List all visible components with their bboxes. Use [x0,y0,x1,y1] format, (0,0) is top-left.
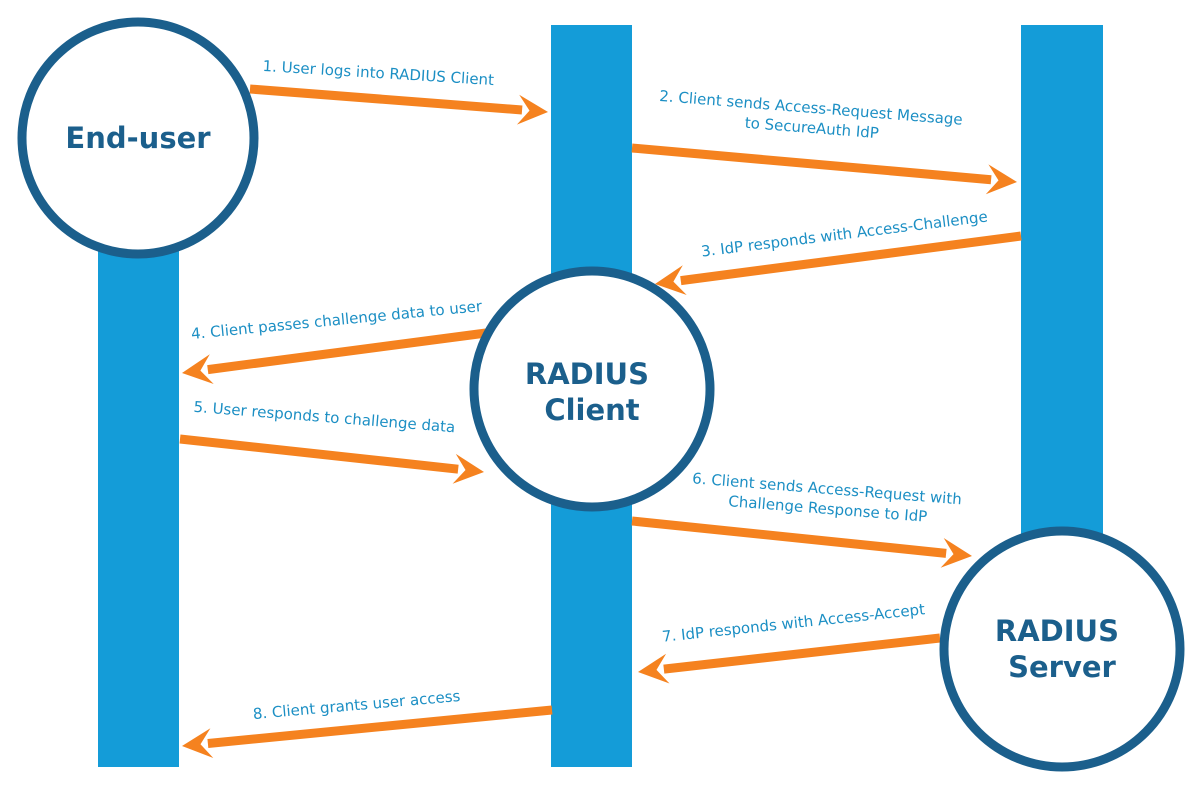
step-3-label-line-1: 3. IdP responds with Access-Challenge [700,208,988,261]
step-6-arrow-line [631,516,947,558]
radius-server-label-line-2: Server [1008,650,1116,684]
radius-client-label-line-2: Client [544,393,639,427]
step-3-label: 3. IdP responds with Access-Challenge [700,208,988,261]
step-3-arrow-head [655,265,687,295]
step-4-arrow-head [182,354,214,384]
radius-server-lane [1021,25,1103,585]
step-5-arrow-head [452,453,484,484]
step-6-arrow-head [940,538,972,568]
step-2-arrow-head [985,164,1017,195]
radius-server-circle [939,526,1185,772]
step-8-arrow-head [182,728,214,758]
step-1-label: 1. User logs into RADIUS Client [262,57,495,89]
step-2-arrow-line [631,143,992,185]
step-2-label: 2. Client sends Access-Request Message t… [657,87,968,149]
step-1-label-line-1: 1. User logs into RADIUS Client [262,57,495,89]
step-8-arrow-line [207,705,553,748]
step-3-arrow-line [680,231,1022,286]
end-user-label-line-1: End-user [65,121,211,155]
end-user-label: End-user [65,121,211,155]
radius-server-label-line-1: RADIUS [995,614,1119,648]
step-1-arrow-line [249,84,523,115]
radius-server-node: RADIUS Server [939,526,1185,772]
step-1-arrow-head [516,94,548,125]
radius-client-circle [469,266,715,512]
step-7-arrow-head [638,653,670,684]
step-5-label-line-1: 5. User responds to challenge data [193,398,456,437]
end-user-node: End-user [17,17,259,259]
step-7-arrow-line [663,633,941,674]
step-4-arrow-line [207,328,487,375]
radius-client-label: RADIUS Client [525,357,659,427]
step-arrows [179,84,1022,758]
end-user-circle [17,17,259,259]
step-7-label-line-1: 7. IdP responds with Access-Accept [661,600,926,646]
radius-server-label: RADIUS Server [995,614,1129,684]
step-6-label: 6. Client sends Access-Request with Chal… [690,469,967,528]
step-5-label: 5. User responds to challenge data [193,398,456,437]
end-user-lane [98,170,179,767]
radius-client-label-line-1: RADIUS [525,357,649,391]
radius-client-node: RADIUS Client [469,266,715,512]
step-7-label: 7. IdP responds with Access-Accept [661,600,926,646]
step-5-arrow-line [179,434,459,474]
